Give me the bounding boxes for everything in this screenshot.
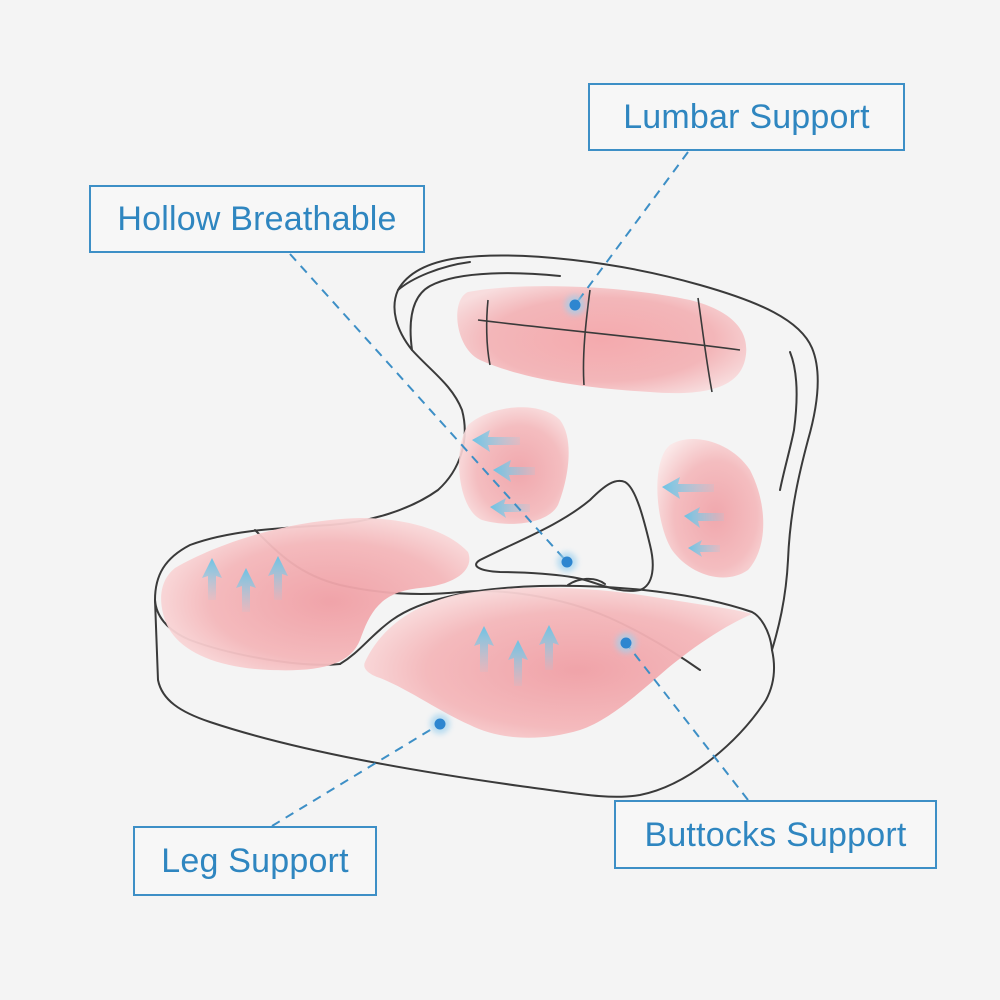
leg-leader	[271, 723, 441, 827]
buttocks-zone	[364, 587, 752, 738]
airflow-arrow-icon	[472, 430, 520, 452]
upward-arrow-icon	[236, 568, 256, 612]
buttocks-support-label: Buttocks Support	[614, 800, 937, 869]
leg-support-label: Leg Support	[133, 826, 377, 896]
left-thigh-zone	[161, 518, 470, 671]
airflow-arrow-icon	[662, 477, 714, 499]
airflow-arrow-icon	[490, 498, 530, 518]
upward-arrow-icon	[474, 626, 494, 672]
upward-arrow-icon	[508, 640, 528, 686]
airflow-arrows	[472, 430, 724, 557]
anchor-dot-icon	[430, 714, 450, 734]
lumbar-support-label: Lumbar Support	[588, 83, 905, 151]
hollow-breathable-label: Hollow Breathable	[89, 185, 425, 253]
airflow-arrow-icon	[493, 460, 535, 482]
airflow-arrow-icon	[688, 540, 720, 557]
lumbar-leader	[574, 151, 689, 306]
hollow-leader	[289, 253, 568, 563]
upward-arrow-icon	[539, 625, 559, 670]
leader-lines	[271, 151, 749, 827]
upward-arrow-icon	[202, 558, 222, 600]
right-hip-zone	[657, 438, 764, 578]
support-zones	[161, 286, 764, 738]
lumbar-ridges	[477, 289, 741, 393]
anchor-dots	[430, 295, 636, 734]
buttocks-leader	[625, 642, 749, 801]
upward-arrows	[202, 556, 559, 686]
anchor-dot-icon	[557, 552, 577, 572]
anchor-dot-icon	[616, 633, 636, 653]
lumbar-zone	[457, 286, 747, 394]
airflow-arrow-icon	[684, 507, 724, 528]
upward-arrow-icon	[268, 556, 288, 600]
anchor-dot-icon	[565, 295, 585, 315]
